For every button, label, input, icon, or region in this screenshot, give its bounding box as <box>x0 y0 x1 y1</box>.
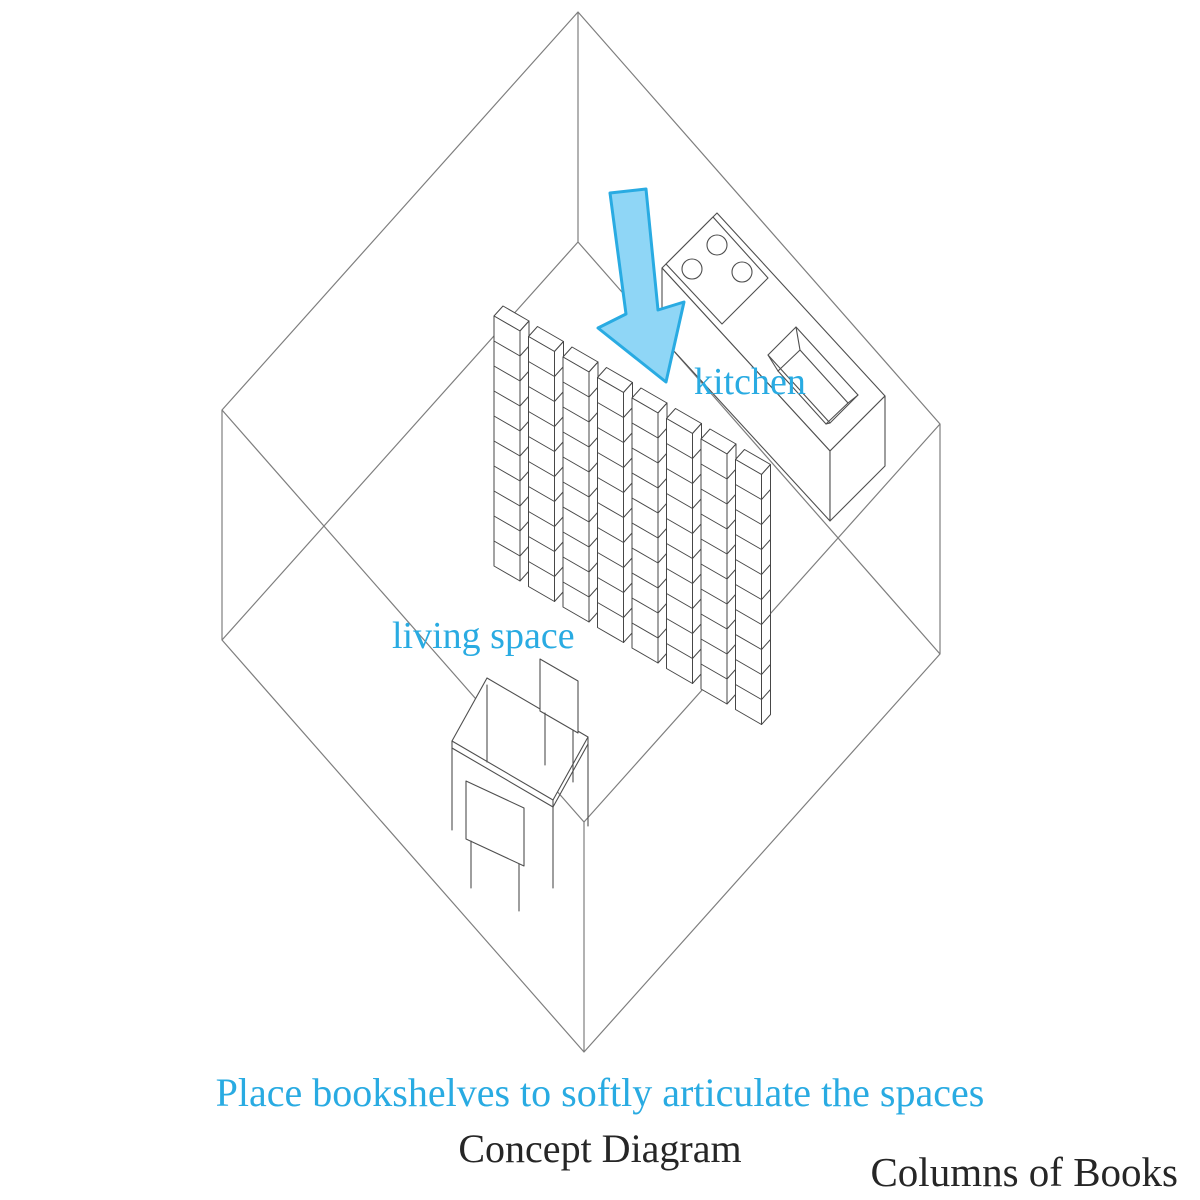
chair-back-panel <box>539 658 579 734</box>
caption-text: Place bookshelves to softly articulate t… <box>216 1070 985 1115</box>
cooktop-panel <box>665 216 769 325</box>
room-inner-edges <box>221 12 941 1052</box>
table-legs <box>451 684 589 889</box>
bookshelf-column <box>493 305 530 582</box>
bookshelf-column <box>735 449 771 725</box>
counter-end <box>829 395 886 522</box>
bookshelf-column <box>528 326 564 602</box>
chair-front-legs <box>470 840 520 912</box>
chair-back-legs <box>544 712 574 783</box>
sink-depth-lines <box>767 326 859 425</box>
bookshelf-column <box>700 428 737 705</box>
label-living-space: living space <box>392 615 575 657</box>
bookshelf-columns <box>493 305 771 725</box>
chair-front <box>465 780 525 912</box>
cooktop-burner-icon <box>706 234 728 256</box>
kitchen-counter <box>661 212 886 522</box>
room-outline <box>221 11 941 1053</box>
bookshelf-column <box>631 387 668 664</box>
bookshelf-column <box>562 346 599 623</box>
diagram-title: Concept Diagram <box>458 1126 741 1171</box>
cooktop-burner-icon <box>731 261 753 283</box>
label-kitchen: kitchen <box>694 361 806 403</box>
bookshelf-column <box>666 408 702 684</box>
bookshelf-column <box>597 367 633 643</box>
placement-arrow-icon <box>596 187 686 384</box>
chair-front-panel <box>465 780 525 867</box>
cooktop <box>665 216 769 325</box>
sink <box>767 326 859 425</box>
chair-back <box>539 658 579 783</box>
project-name: Columns of Books <box>870 1149 1178 1195</box>
cooktop-burner-icon <box>681 258 703 280</box>
